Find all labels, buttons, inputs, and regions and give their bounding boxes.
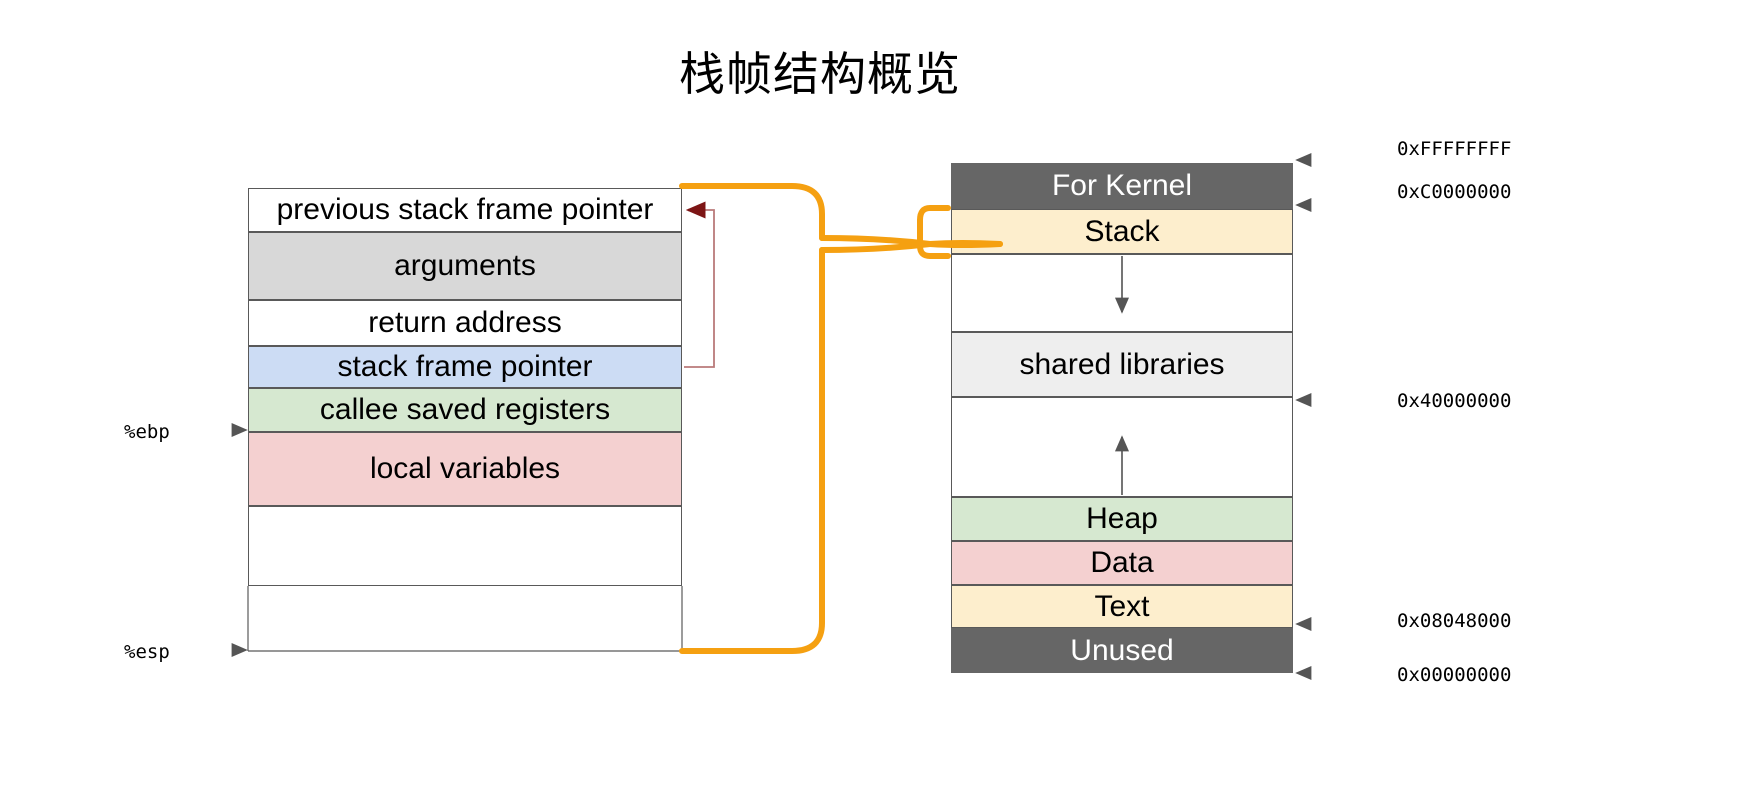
stack-frame-row-callee-saved-registers: callee saved registers [248,388,682,432]
stack-frame-row-local-variables: local variables [248,432,682,506]
address-kernel-base-label: 0xC0000000 [1397,181,1512,203]
stack-frame-bottom-edge [247,586,770,652]
stack-frame-row-label: return address [368,306,562,339]
address-leader-lines [1295,152,1390,681]
memory-region-data: Data [951,541,1293,585]
stack-frame-row-label: local variables [369,452,561,485]
memory-region-label: Text [1094,589,1150,623]
stack-frame-row-label: previous stack frame pointer [276,193,654,226]
stack-frame-row-return-address: return address [248,300,682,346]
memory-region-stack-gap [951,254,1293,332]
memory-region-heap-gap [951,397,1293,497]
address-top-label: 0xFFFFFFFF [1397,138,1512,160]
stack-frame-row-free-space [248,506,682,586]
ebp-pointer-label: %ebp [124,421,170,443]
stack-frame-row-label: arguments [394,249,536,282]
stack-frame-row-label: stack frame pointer [337,350,593,383]
memory-region-shared-libraries: shared libraries [951,332,1293,397]
memory-region-label: Data [1090,546,1154,579]
memory-region-heap: Heap [951,497,1293,541]
memory-region-label: Heap [1086,502,1158,535]
page-title: 栈帧结构概览 [679,47,961,101]
memory-region-unused: Unused [951,628,1293,673]
stack-frame-row-arguments: arguments [248,232,682,300]
esp-pointer-label: %esp [124,641,170,663]
memory-region-stack: Stack [951,209,1293,254]
memory-region-label: Stack [1084,214,1160,248]
memory-region-for-kernel: For Kernel [951,163,1293,209]
stack-frame-row-previous-stack-frame-pointer: previous stack frame pointer [248,188,682,232]
memory-region-label: For Kernel [1051,169,1193,202]
memory-region-text: Text [951,585,1293,628]
memory-region-label: shared libraries [1019,347,1225,381]
address-text-base-label: 0x08048000 [1397,610,1512,632]
memory-region-label: Unused [1070,633,1174,667]
address-zero-label: 0x00000000 [1397,664,1512,686]
saved-frame-pointer-link-arrow [684,201,715,368]
stack-frame-row-label: callee saved registers [319,393,611,426]
stack-region-brace [917,205,951,259]
address-mmap-base-label: 0x40000000 [1397,390,1512,412]
stack-frame-row-stack-frame-pointer: stack frame pointer [248,346,682,388]
